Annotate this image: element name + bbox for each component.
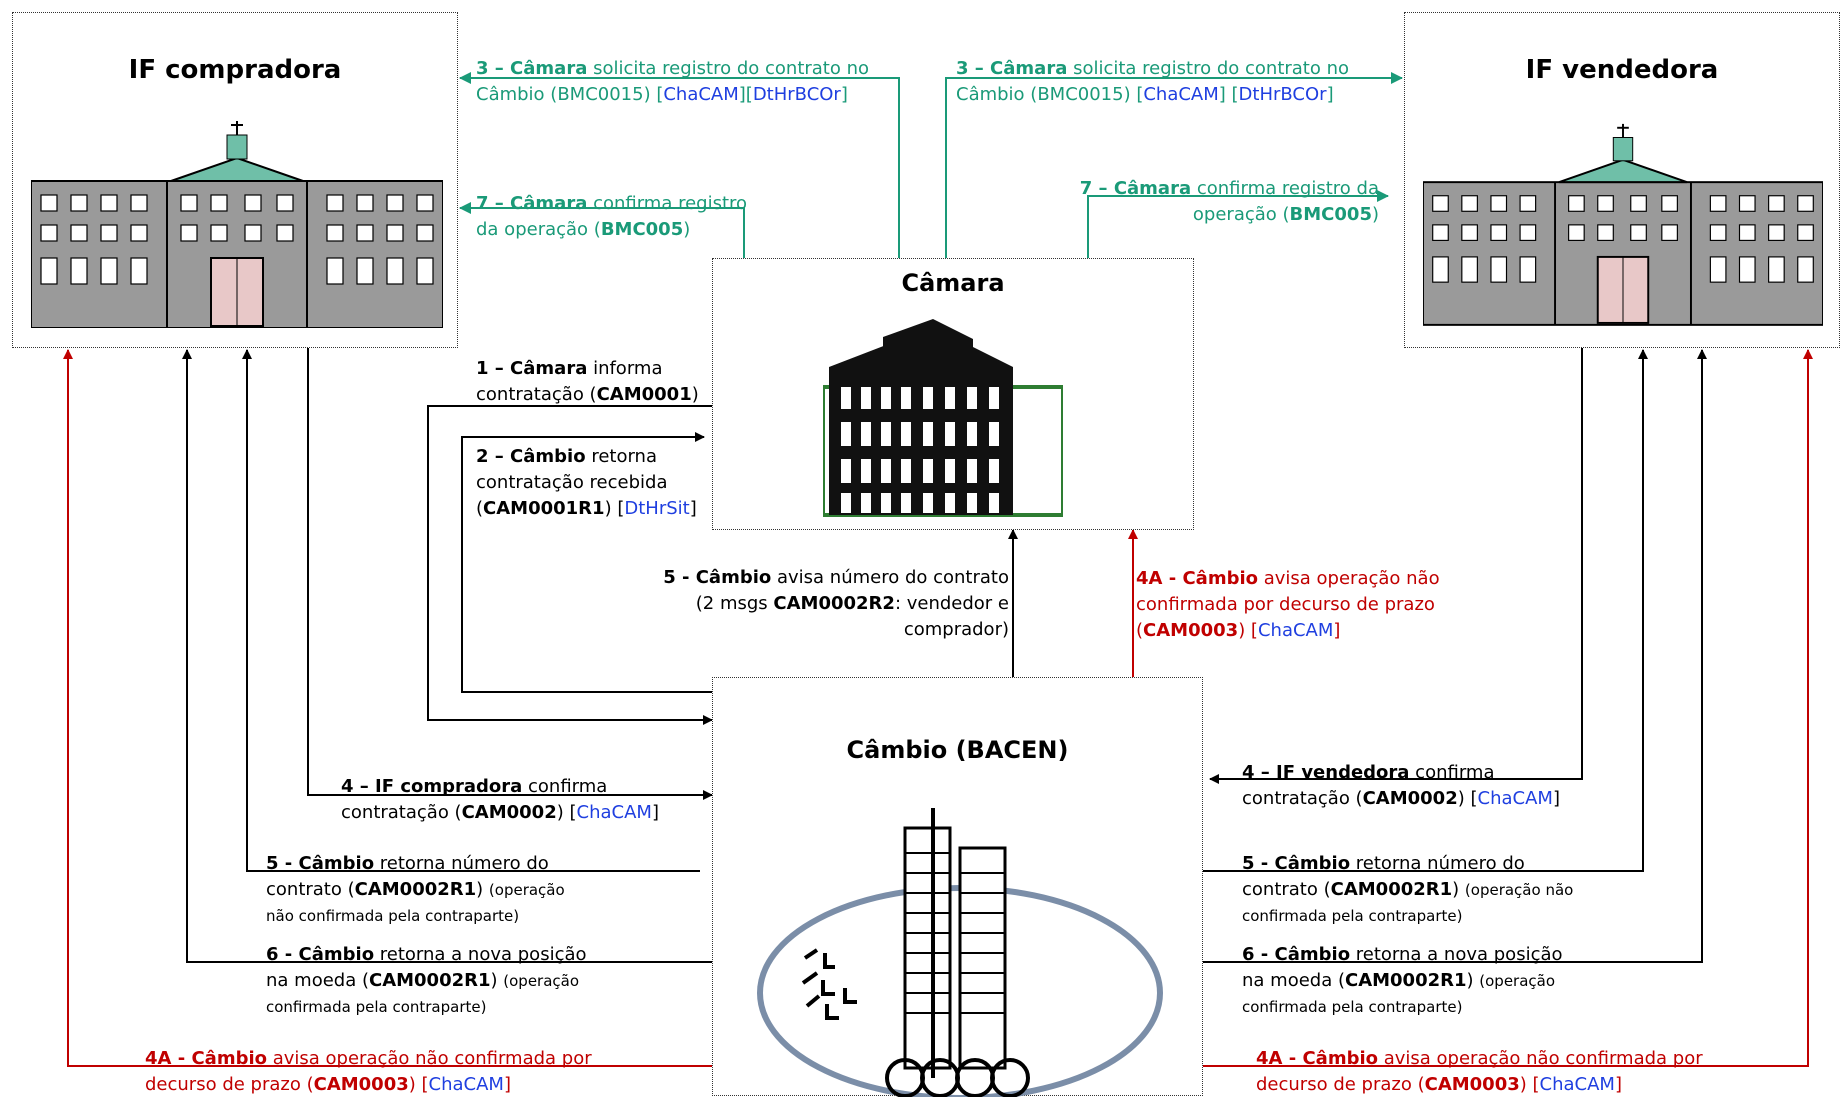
label-step-7-left: 7 – Câmara confirma registro da operação… xyxy=(476,193,748,240)
label-step-6-left: 6 - Câmbio retorna a nova posição na moe… xyxy=(266,944,587,1016)
label-step-4a-left: 4A - Câmbio avisa operação não confirmad… xyxy=(145,1048,592,1095)
label-step-3-left: 3 – Câmara solicita registro do contrato… xyxy=(476,58,870,105)
label-step-7-right: 7 – Câmara confirma registro da operação… xyxy=(1079,178,1379,225)
node-title: Câmara xyxy=(901,269,1005,297)
arrow-1 xyxy=(427,405,713,725)
arrow-6-right xyxy=(1203,349,1707,963)
arrow-5-right xyxy=(1203,349,1648,872)
node-cambio-bacen: Câmbio (BACEN) xyxy=(712,677,1203,1097)
node-title: Câmbio (BACEN) xyxy=(846,736,1069,764)
label-step-5-right: 5 - Câmbio retorna número do contrato (C… xyxy=(1242,853,1574,925)
label-step-4-left: 4 – IF compradora confirma contratação (… xyxy=(341,776,659,823)
camara-building-icon xyxy=(823,319,1063,517)
arrow-4-left xyxy=(307,348,713,800)
arrow-6-left xyxy=(182,349,712,963)
node-title: IF compradora xyxy=(128,55,342,85)
label-step-1: 1 – Câmara informa contratação (CAM0001) xyxy=(476,358,699,405)
node-title: IF vendedora xyxy=(1525,55,1719,85)
arrow-3-right xyxy=(945,72,1403,258)
arrow-7-left xyxy=(459,202,745,258)
arrow-4-right xyxy=(1209,348,1583,784)
bank-building-icon xyxy=(31,121,443,328)
label-step-6-right: 6 - Câmbio retorna a nova posição na moe… xyxy=(1242,944,1563,1016)
arrow-3-left xyxy=(459,72,900,258)
node-if-compradora: IF compradora xyxy=(12,12,458,348)
node-if-vendedora: IF vendedora xyxy=(1404,12,1840,348)
node-camara: Câmara xyxy=(712,258,1194,530)
bank-building-icon xyxy=(1423,123,1823,326)
arrow-4a-left xyxy=(63,349,712,1067)
arrow-4a-right xyxy=(1203,349,1813,1067)
label-step-2: 2 – Câmbio retorna contratação recebida … xyxy=(476,446,697,519)
label-step-4-right: 4 – IF vendedora confirma contratação (C… xyxy=(1242,762,1560,809)
label-step-5-left: 5 - Câmbio retorna número do contrato (C… xyxy=(266,853,565,925)
label-step-4a-right: 4A - Câmbio avisa operação não confirmad… xyxy=(1256,1048,1703,1095)
arrow-2 xyxy=(461,432,712,693)
arrow-5-left xyxy=(242,349,700,872)
label-step-3-right: 3 – Câmara solicita registro do contrato… xyxy=(956,58,1350,105)
bacen-building-icon xyxy=(757,808,1163,1097)
label-step-5-center: 5 - Câmbio avisa número do contrato (2 m… xyxy=(663,567,1009,640)
label-step-4a-center: 4A - Câmbio avisa operação não confirmad… xyxy=(1136,568,1440,641)
arrow-7-right xyxy=(1087,190,1389,258)
